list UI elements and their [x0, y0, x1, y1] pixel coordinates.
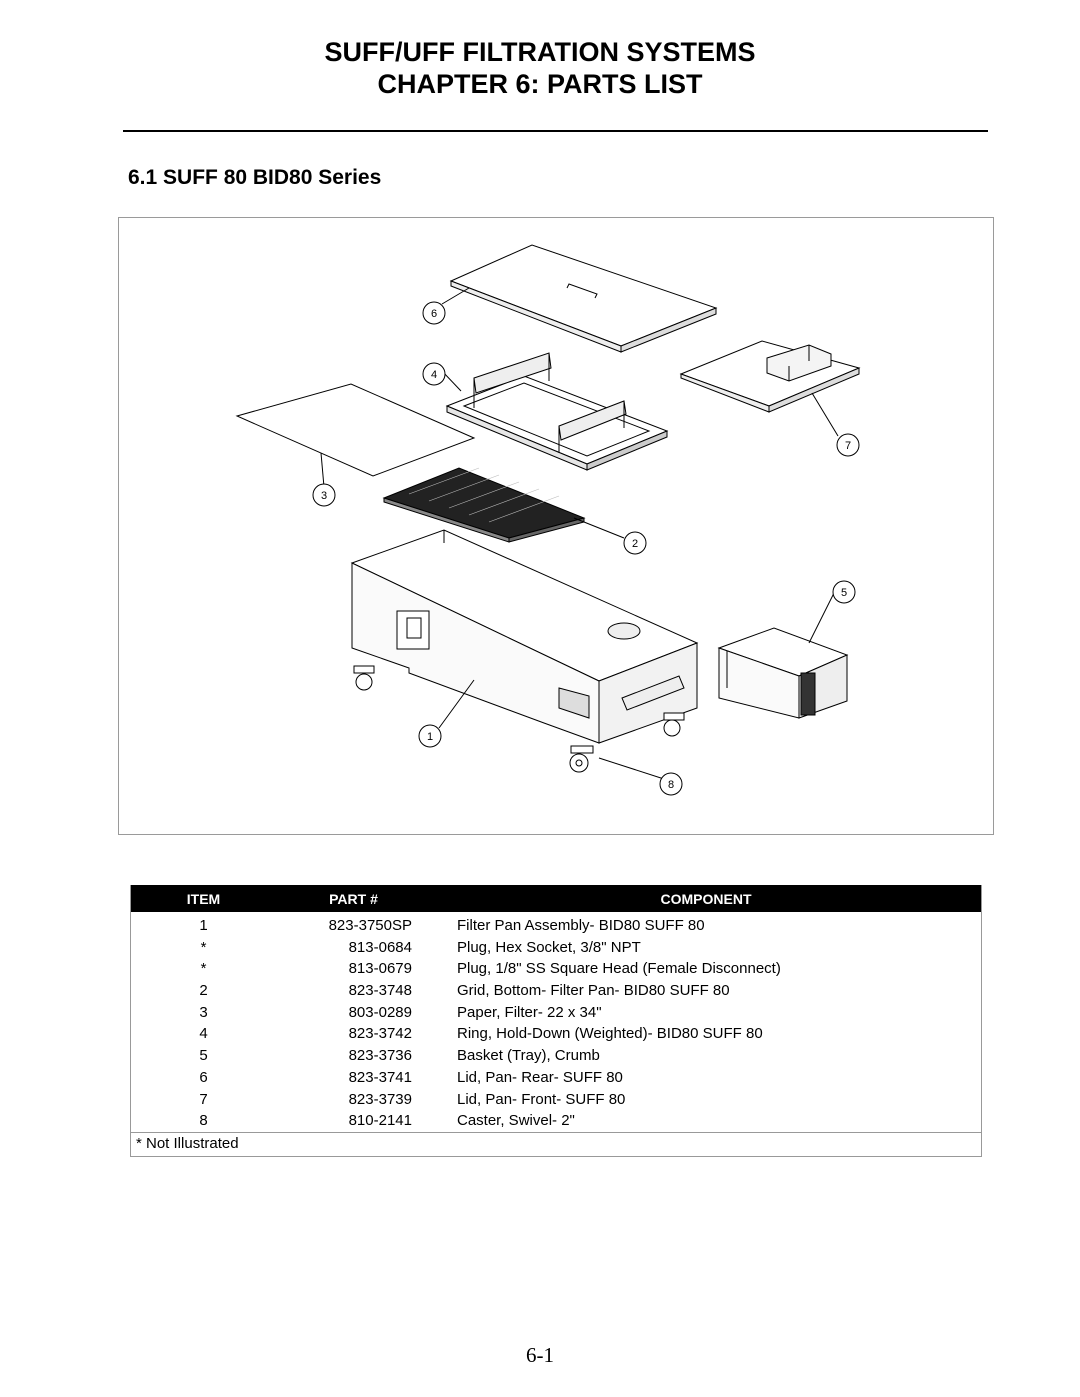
svg-text:1: 1 [427, 731, 433, 743]
callout-3: 3 [312, 483, 336, 507]
filter-paper-drawing [235, 383, 476, 477]
callout-6: 6 [422, 301, 446, 325]
callout-markers: 6 4 7 3 2 5 1 [312, 301, 860, 796]
filter-pan-drawing [350, 529, 699, 744]
svg-text:6: 6 [431, 308, 437, 320]
cell-part: 803-0289 [348, 1003, 412, 1021]
table-header: ITEM PART # COMPONENT [131, 885, 981, 912]
cell-part: 823-3750SP [328, 917, 412, 934]
cell-part: 823-3748 [348, 982, 412, 1000]
document-title-line2: CHAPTER 6: PARTS LIST [377, 69, 703, 99]
cell-part: 813-0684 [348, 938, 412, 956]
table-row: 2 823-3748 Grid, Bottom- Filter Pan- BID… [131, 980, 981, 1002]
cell-part: 823-3739 [348, 1090, 412, 1108]
callout-5: 5 [832, 580, 856, 604]
cell-part: 823-3741 [348, 1068, 412, 1086]
section-title: 6.1 SUFF 80 BID80 Series [128, 166, 382, 189]
header-item: ITEM [186, 890, 221, 907]
hold-down-ring-drawing [445, 352, 669, 471]
rear-lid-drawing [449, 244, 718, 353]
table-body: 1 823-3750SP Filter Pan Assembly- BID80 … [131, 912, 981, 1132]
document-title-line1: SUFF/UFF FILTRATION SYSTEMS [324, 37, 756, 67]
cell-part: 823-3736 [348, 1047, 412, 1065]
cell-component: Paper, Filter- 22 x 34" [457, 1003, 602, 1021]
cell-component: Lid, Pan- Rear- SUFF 80 [457, 1068, 623, 1086]
cell-item: 2 [199, 982, 208, 1000]
cell-component: Caster, Swivel- 2" [457, 1112, 575, 1130]
svg-text:2: 2 [632, 538, 638, 550]
cell-item: 8 [199, 1112, 208, 1130]
diagram-svg: 6 4 7 3 2 5 1 [235, 244, 861, 796]
table-row: 4 823-3742 Ring, Hold-Down (Weighted)- B… [131, 1023, 981, 1045]
cell-component: Grid, Bottom- Filter Pan- BID80 SUFF 80 [457, 982, 730, 1000]
cell-item: * [200, 960, 207, 978]
cell-item: 3 [199, 1003, 208, 1021]
cell-item: 5 [199, 1047, 208, 1065]
cell-component: Plug, Hex Socket, 3/8" NPT [457, 938, 641, 956]
bottom-grid-drawing [382, 467, 586, 543]
page-number: 6-1 [526, 1343, 554, 1367]
parts-list-table: ITEM PART # COMPONENT 1 823-3750SP Filte… [130, 885, 982, 1157]
callout-1: 1 [418, 724, 442, 748]
cell-part: 823-3742 [348, 1025, 412, 1043]
cell-item: 7 [199, 1090, 208, 1108]
caster-drawing [569, 745, 594, 773]
cell-item: 4 [199, 1025, 208, 1043]
caster-left [353, 665, 375, 691]
header-part: PART # [329, 890, 378, 907]
header-component: COMPONENT [660, 890, 752, 907]
cell-part: 810-2141 [348, 1112, 412, 1130]
callout-4: 4 [422, 362, 446, 386]
table-footnote: * Not Illustrated [131, 1131, 981, 1156]
cell-component: Plug, 1/8" SS Square Head (Female Discon… [457, 960, 781, 978]
svg-text:3: 3 [321, 490, 327, 502]
cell-item: 1 [199, 917, 208, 934]
cell-part: 813-0679 [348, 960, 412, 978]
callout-8: 8 [659, 772, 683, 796]
table-row: * 813-0684 Plug, Hex Socket, 3/8" NPT [131, 937, 981, 959]
cell-component: Lid, Pan- Front- SUFF 80 [457, 1090, 626, 1108]
table-row: 5 823-3736 Basket (Tray), Crumb [131, 1045, 981, 1067]
exploded-parts-diagram: 6 4 7 3 2 5 1 [118, 217, 994, 835]
callout-7: 7 [836, 433, 860, 457]
cell-component: Ring, Hold-Down (Weighted)- BID80 SUFF 8… [457, 1025, 763, 1043]
cell-component: Basket (Tray), Crumb [457, 1047, 600, 1065]
header-rule [123, 130, 988, 132]
crumb-basket-drawing [717, 627, 849, 719]
caster-right [663, 712, 685, 737]
table-row: 7 823-3739 Lid, Pan- Front- SUFF 80 [131, 1089, 981, 1111]
front-lid-drawing [679, 340, 861, 413]
svg-text:4: 4 [431, 369, 437, 381]
table-row: 6 823-3741 Lid, Pan- Rear- SUFF 80 [131, 1067, 981, 1089]
cell-item: 6 [199, 1068, 208, 1086]
svg-text:5: 5 [841, 587, 847, 599]
table-row: * 813-0679 Plug, 1/8" SS Square Head (Fe… [131, 958, 981, 980]
cell-component: Filter Pan Assembly- BID80 SUFF 80 [457, 917, 705, 934]
table-row: 3 803-0289 Paper, Filter- 22 x 34" [131, 1002, 981, 1024]
leader-lines [320, 287, 839, 780]
table-row: 8 810-2141 Caster, Swivel- 2" [131, 1110, 981, 1132]
svg-text:7: 7 [845, 440, 851, 452]
table-row: 1 823-3750SP Filter Pan Assembly- BID80 … [131, 915, 981, 937]
svg-text:8: 8 [668, 779, 674, 791]
cell-item: * [200, 938, 207, 956]
callout-2: 2 [623, 531, 647, 555]
